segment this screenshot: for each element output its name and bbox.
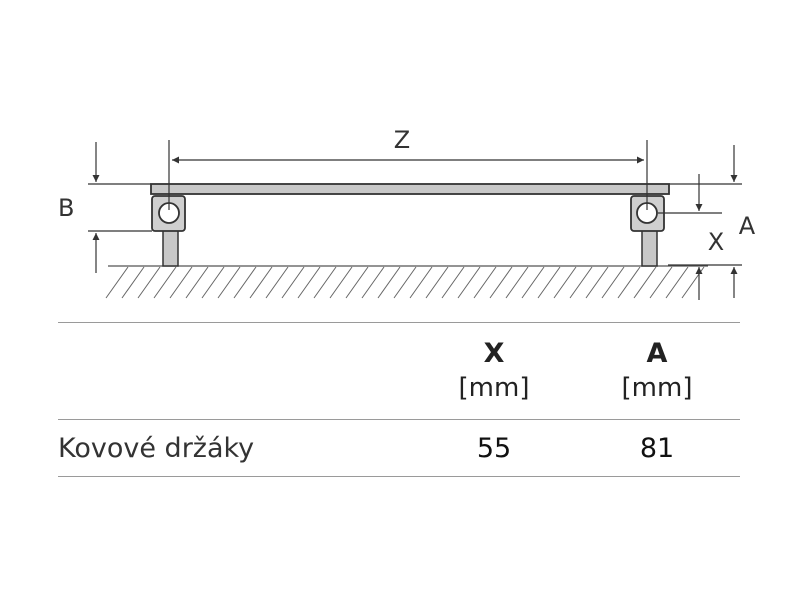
hatch-line: [617, 266, 641, 299]
hatch-line: [601, 266, 625, 299]
table-row: Kovové držáky 55 81: [58, 420, 740, 477]
hatch-line: [505, 266, 529, 299]
column-x-name: X: [483, 338, 505, 369]
radiator-bar: [150, 183, 670, 195]
hatch-line: [569, 266, 593, 299]
hatch-line: [649, 266, 673, 299]
hatch-line: [169, 266, 193, 299]
column-x-unit: [mm]: [458, 373, 530, 403]
radiator-bracket-diagram: Z B X A: [58, 126, 756, 300]
hatch-line: [265, 266, 289, 299]
right-leg: [641, 229, 658, 267]
hatch-line: [553, 266, 577, 299]
hatch-line: [281, 266, 305, 299]
hatch-line: [393, 266, 417, 299]
column-header-x: X [mm]: [414, 323, 574, 420]
hatch-line: [121, 266, 145, 299]
hatch-line: [537, 266, 561, 299]
hatch-line: [441, 266, 465, 299]
row-value-a: 81: [639, 432, 675, 464]
hatch-line: [409, 266, 433, 299]
hatch-line: [361, 266, 385, 299]
b-dimension: [88, 142, 152, 273]
column-a-unit: [mm]: [621, 373, 693, 403]
x-label: X: [708, 228, 724, 256]
hatch-line: [217, 266, 241, 299]
x-a-dimensions: [658, 145, 742, 300]
hatch-line: [665, 266, 689, 299]
hatch-line: [329, 266, 353, 299]
z-dimension: [168, 140, 648, 210]
a-label: A: [739, 212, 756, 240]
hatch-line: [473, 266, 497, 299]
table-header-row: X [mm] A [mm]: [58, 322, 740, 420]
hatch-line: [345, 266, 369, 299]
hatch-line: [201, 266, 225, 299]
hatch-line: [457, 266, 481, 299]
hatch-line: [137, 266, 161, 299]
hatch-line: [233, 266, 257, 299]
b-label: B: [58, 194, 74, 222]
row-value-x: 55: [476, 432, 512, 464]
hatch-line: [425, 266, 449, 299]
row-label: Kovové držáky: [58, 432, 255, 464]
dimension-table: X [mm] A [mm] Kovové držáky 55 81: [58, 322, 740, 477]
hatch-line: [153, 266, 177, 299]
z-label: Z: [394, 126, 410, 154]
hatch-line: [185, 266, 209, 299]
column-a-name: A: [646, 338, 668, 369]
column-header-a: A [mm]: [574, 323, 740, 420]
hatch-line: [249, 266, 273, 299]
hatch-line: [377, 266, 401, 299]
left-leg: [162, 229, 179, 267]
hatch-line: [105, 266, 129, 299]
hatch-line: [521, 266, 545, 299]
hatch-line: [313, 266, 337, 299]
hatch-line: [297, 266, 321, 299]
hatch-lines: [105, 266, 705, 299]
hatch-line: [489, 266, 513, 299]
header-empty-cell: [58, 323, 414, 420]
hatch-line: [633, 266, 657, 299]
floor-hatching: [105, 265, 708, 299]
hatch-line: [585, 266, 609, 299]
